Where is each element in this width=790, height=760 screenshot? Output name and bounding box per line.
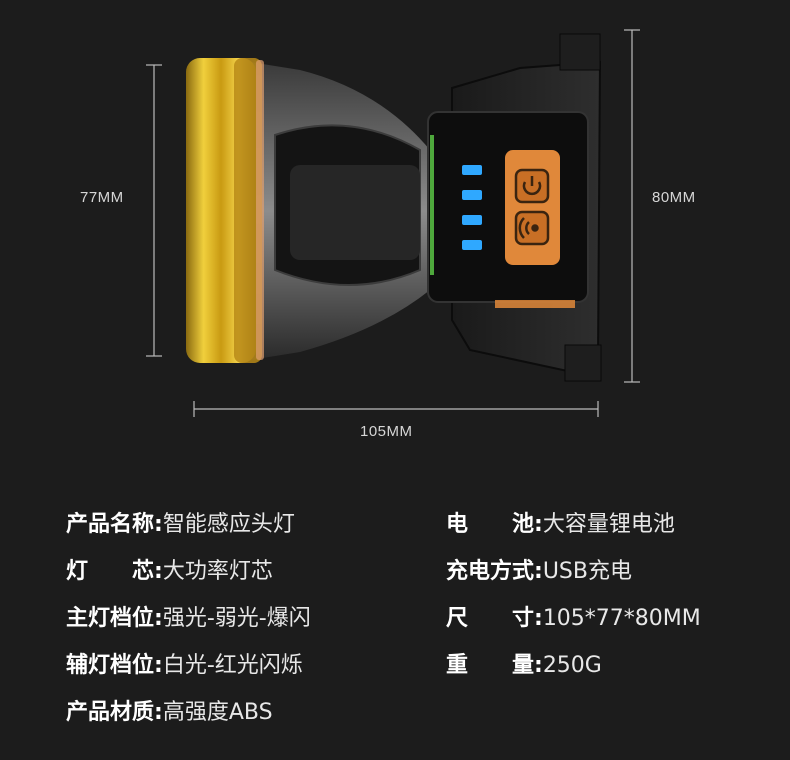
button-pad bbox=[505, 150, 560, 265]
spec-value: 大功率灯芯 bbox=[162, 559, 273, 584]
spec-value: 105*77*80MM bbox=[542, 606, 701, 631]
spec-weight: 重 量:250G bbox=[446, 651, 602, 681]
width-dimension-line bbox=[193, 401, 599, 417]
spec-value: 250G bbox=[542, 653, 602, 678]
height-dimension-label: 77MM bbox=[80, 189, 124, 206]
width-dimension-label: 105MM bbox=[360, 423, 413, 440]
spec-value: USB充电 bbox=[542, 559, 632, 584]
spec-material: 产品材质:高强度ABS bbox=[66, 698, 273, 728]
spec-label: 灯 芯: bbox=[66, 559, 163, 584]
spec-label: 产品材质: bbox=[66, 700, 163, 725]
sensor-icon bbox=[514, 210, 550, 246]
depth-dimension-label: 80MM bbox=[652, 189, 696, 206]
power-icon bbox=[514, 168, 550, 204]
spec-label: 主灯档位: bbox=[66, 606, 163, 631]
spec-label: 辅灯档位: bbox=[66, 653, 163, 678]
spec-value: 强光-弱光-爆闪 bbox=[162, 606, 311, 631]
spec-value: 智能感应头灯 bbox=[162, 512, 295, 537]
spec-value: 高强度ABS bbox=[162, 700, 273, 725]
spec-wick: 灯 芯:大功率灯芯 bbox=[66, 557, 273, 587]
spec-aux-modes: 辅灯档位:白光-红光闪烁 bbox=[66, 651, 303, 681]
spec-product-name: 产品名称:智能感应头灯 bbox=[66, 510, 295, 540]
spec-battery: 电 池:大容量锂电池 bbox=[446, 510, 675, 540]
battery-indicator-lights bbox=[462, 165, 482, 250]
spec-charging: 充电方式:USB充电 bbox=[446, 557, 632, 587]
depth-dimension-line bbox=[624, 29, 640, 383]
spec-label: 电 池: bbox=[446, 512, 543, 537]
spec-label: 尺 寸: bbox=[446, 606, 543, 631]
spec-main-modes: 主灯档位:强光-弱光-爆闪 bbox=[66, 604, 311, 634]
product-illustration: 77MM 80MM 105MM bbox=[80, 29, 696, 440]
spec-label: 产品名称: bbox=[66, 512, 163, 537]
spec-label: 重 量: bbox=[446, 653, 543, 678]
spec-size: 尺 寸:105*77*80MM bbox=[446, 604, 701, 634]
height-dimension-line bbox=[146, 64, 162, 357]
spec-value: 白光-红光闪烁 bbox=[162, 653, 303, 678]
spec-value: 大容量锂电池 bbox=[542, 512, 675, 537]
headlamp-drawing bbox=[146, 29, 640, 417]
spec-label: 充电方式: bbox=[446, 559, 543, 584]
